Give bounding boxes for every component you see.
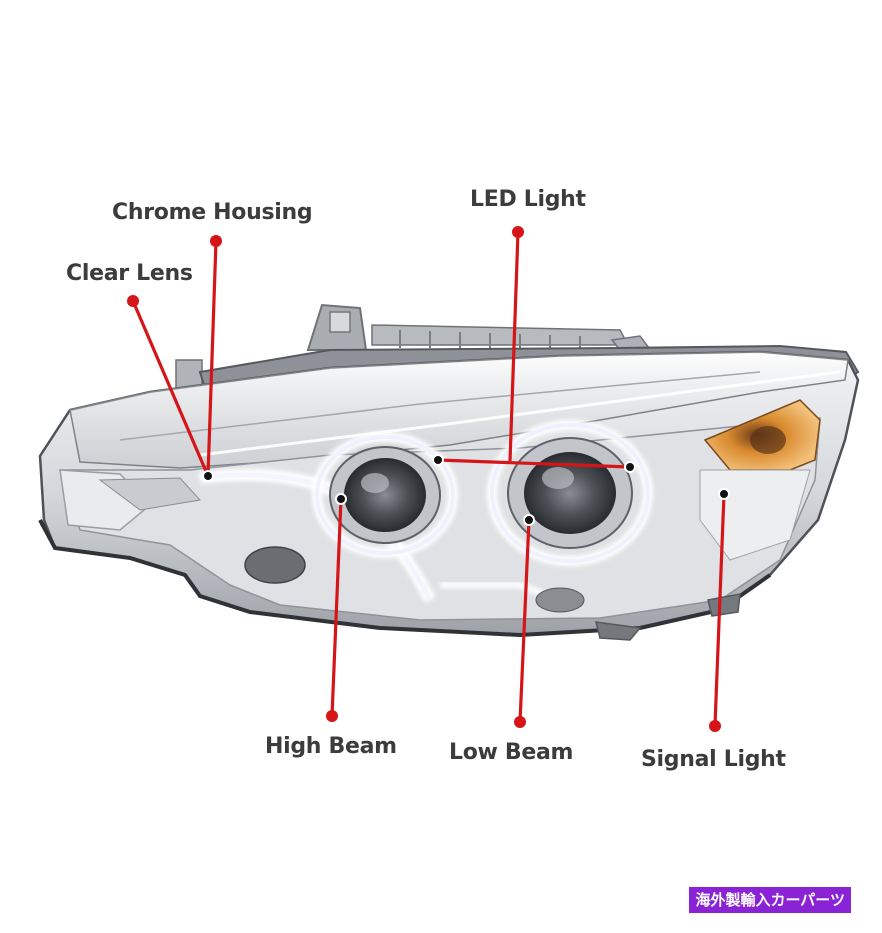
callout-line-led-light-horizontal: [437, 458, 631, 469]
target-dot-led-right: [624, 461, 636, 473]
label-signal-light: Signal Light: [641, 747, 786, 772]
label-chrome-housing: Chrome Housing: [112, 200, 313, 225]
callout-dot-led-light: [512, 226, 524, 238]
callout-dots: [127, 226, 721, 732]
label-low-beam: Low Beam: [449, 740, 574, 765]
callout-lines: [131, 231, 726, 726]
watermark-badge: 海外製輸入カーパーツ: [689, 887, 851, 913]
label-high-beam: High Beam: [265, 734, 397, 759]
target-dot-signal-light: [718, 488, 730, 500]
callout-dot-signal-light: [709, 720, 721, 732]
target-dot-low-beam: [523, 514, 535, 526]
callout-dot-chrome-housing: [210, 235, 222, 247]
callout-line-chrome-housing: [206, 240, 218, 477]
target-dot-led-left: [432, 454, 444, 466]
callout-dot-low-beam: [514, 716, 526, 728]
callout-dot-clear-lens: [127, 295, 139, 307]
callout-dot-high-beam: [326, 710, 338, 722]
label-led-light: LED Light: [470, 187, 586, 212]
callout-line-low-beam: [518, 519, 531, 723]
callout-line-led-light: [508, 231, 520, 462]
projector-lenses: [244, 437, 633, 613]
label-clear-lens: Clear Lens: [66, 261, 193, 286]
target-dot-clear-lens: [202, 470, 214, 482]
target-dot-high-beam: [335, 493, 347, 505]
callout-line-high-beam: [330, 498, 343, 717]
callout-line-signal-light: [713, 493, 726, 726]
callout-line-clear-lens: [131, 300, 210, 477]
callout-targets: [202, 454, 730, 526]
